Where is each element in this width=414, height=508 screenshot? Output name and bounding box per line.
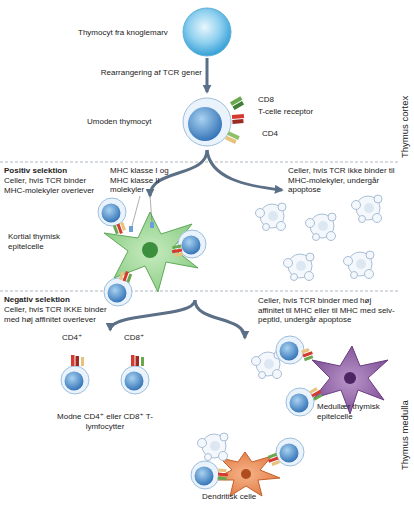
cell-node: Umoden thymocyt	[75, 92, 235, 150]
region-label: Thymus medulla	[400, 400, 410, 470]
cell-caption: Thymocyt fra knoglemarv	[78, 28, 188, 38]
cell-caption: Medullær thymisk epitelcelle	[317, 402, 395, 421]
cell-caption: Kortial thymisk epitelcelle	[8, 232, 92, 251]
annotation-text: Celler, hvis TCR binder MHC-molekyler ov…	[4, 176, 104, 195]
annotation-text: MHC klasse I og MHC klasse II molekyler	[110, 166, 182, 195]
cell-node: Modne CD4⁺ eller CD8⁺ T-lymfocytter	[40, 330, 170, 442]
annotation-text: T-celle receptor	[258, 107, 348, 117]
annotation-text: Celler, hvis TCR binder med høj affinite…	[258, 296, 396, 325]
cell-node: Medullær thymisk epitelcelle	[235, 338, 400, 428]
selection-arrow	[195, 300, 245, 338]
annotation-text: CD8	[258, 95, 318, 105]
region-label: Thymus cortex	[400, 96, 410, 158]
annotation-text: CD4⁺	[62, 333, 92, 343]
annotation-text: CD8⁺	[124, 333, 154, 343]
annotation-text: Celler, hvis TCR IKKE binder med høj aff…	[4, 305, 122, 324]
cell-caption: Umoden thymocyt	[87, 117, 177, 127]
cell-caption: Modne CD4⁺ eller CD8⁺ T-lymfocytter	[45, 412, 165, 431]
annotation-text: Positiv selektion	[4, 166, 114, 176]
annotation-text: Negativ selektion	[4, 295, 114, 305]
edge-label: Rearrangering af TCR gener	[98, 68, 202, 78]
cell-node: Dendritisk celle	[190, 430, 390, 506]
selection-arrow	[206, 58, 209, 92]
cell-node: Kortial thymisk epitelcelle	[8, 196, 208, 300]
cell-caption: Dendritisk celle	[202, 492, 302, 502]
annotation-text: Celler, hvis TCR ikke binder til MHC-mol…	[288, 166, 396, 195]
cell-node: Thymocyt fra knoglemarv	[60, 8, 235, 58]
selection-arrow	[110, 300, 195, 330]
annotation-text: CD4	[262, 129, 322, 139]
